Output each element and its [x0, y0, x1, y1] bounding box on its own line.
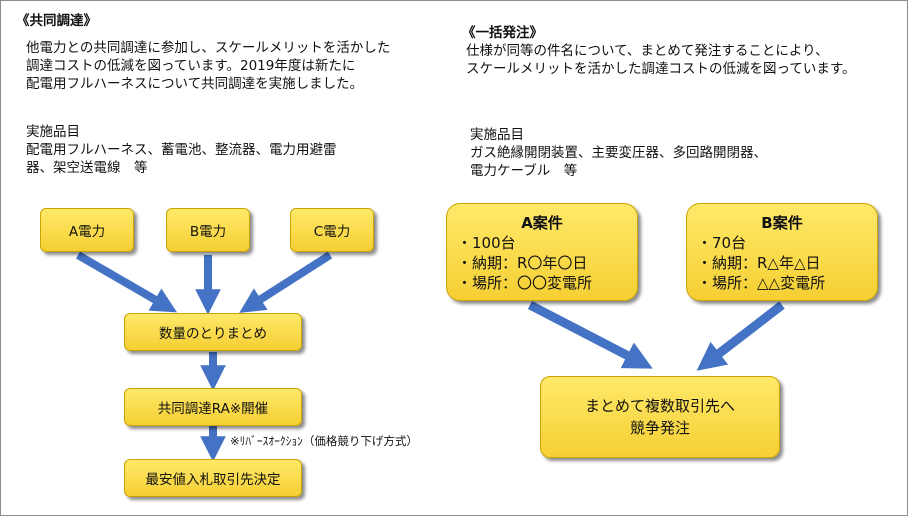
- left-items-line: 配電用フルハーネス、蓄電池、整流器、電力用避雷: [26, 142, 337, 158]
- right-items-line: 電力ケーブル 等: [470, 163, 578, 179]
- result-box: まとめて複数取引先へ 競争発注: [540, 376, 780, 458]
- left-desc-line: 他電力との共同調達に参加し、スケールメリットを活かした: [26, 40, 391, 56]
- source-c-box: C電力: [290, 208, 374, 252]
- step-joint-ra-label: 共同調達RA※開催: [157, 401, 269, 417]
- right-items-label: 実施品目: [470, 127, 524, 143]
- right-items-line: ガス絶縁開閉装置、主要変圧器、多回路開閉器、: [470, 145, 767, 161]
- case-b-line: ・場所：△△変電所: [697, 274, 826, 292]
- right-heading: 《一括発注》: [462, 25, 543, 41]
- case-b-box: B案件 ・70台 ・納期：R△年△日 ・場所：△△変電所: [686, 203, 878, 301]
- case-a-line: ・納期：R〇年〇日: [457, 254, 588, 272]
- case-a-title: A案件: [521, 214, 563, 232]
- left-desc-line: 配電用フルハーネスについて共同調達を実施しました。: [26, 76, 364, 92]
- source-a-label: A電力: [68, 224, 106, 240]
- case-b-title: B案件: [761, 214, 803, 232]
- case-b-line: ・納期：R△年△日: [697, 254, 821, 272]
- step-quantity-aggregation: 数量のとりまとめ: [124, 313, 302, 351]
- left-heading: 《共同調達》: [16, 13, 97, 29]
- result-line: 競争発注: [629, 419, 690, 437]
- case-a-box: A案件 ・100台 ・納期：R〇年〇日 ・場所：〇〇変電所: [446, 203, 638, 301]
- left-items-line: 器、架空送電線 等: [26, 160, 148, 176]
- source-b-label: B電力: [189, 224, 227, 240]
- step-lowest-bidder: 最安値入札取引先決定: [124, 459, 302, 497]
- reverse-auction-note: ※ﾘﾊﾞｰｽｵｰｸｼｮﾝ（価格競り下げ方式）: [230, 434, 418, 448]
- arrow-caseb-to-result: [696, 301, 785, 371]
- arrow-a-to-step1: [75, 251, 178, 313]
- case-a-line: ・場所：〇〇変電所: [457, 274, 593, 292]
- arrow-c-to-step1: [239, 251, 333, 313]
- right-desc-line: スケールメリットを活かした調達コストの低減を図っています。: [466, 61, 856, 77]
- result-line: まとめて複数取引先へ: [584, 397, 735, 415]
- source-b-box: B電力: [166, 208, 250, 252]
- source-a-box: A電力: [40, 208, 134, 252]
- right-desc-line: 仕様が同等の件名について、まとめて発注することにより、: [466, 43, 829, 59]
- case-b-line: ・70台: [697, 234, 747, 252]
- step-lowest-bidder-label: 最安値入札取引先決定: [145, 472, 281, 488]
- case-a-line: ・100台: [457, 234, 516, 252]
- left-items-label: 実施品目: [26, 124, 80, 140]
- source-c-label: C電力: [313, 224, 351, 240]
- step-joint-ra: 共同調達RA※開催: [124, 388, 302, 426]
- arrow-casea-to-result: [527, 301, 653, 369]
- step-quantity-label: 数量のとりまとめ: [159, 326, 267, 342]
- left-desc-line: 調達コストの低減を図っています。2019年度は新たに: [26, 58, 356, 74]
